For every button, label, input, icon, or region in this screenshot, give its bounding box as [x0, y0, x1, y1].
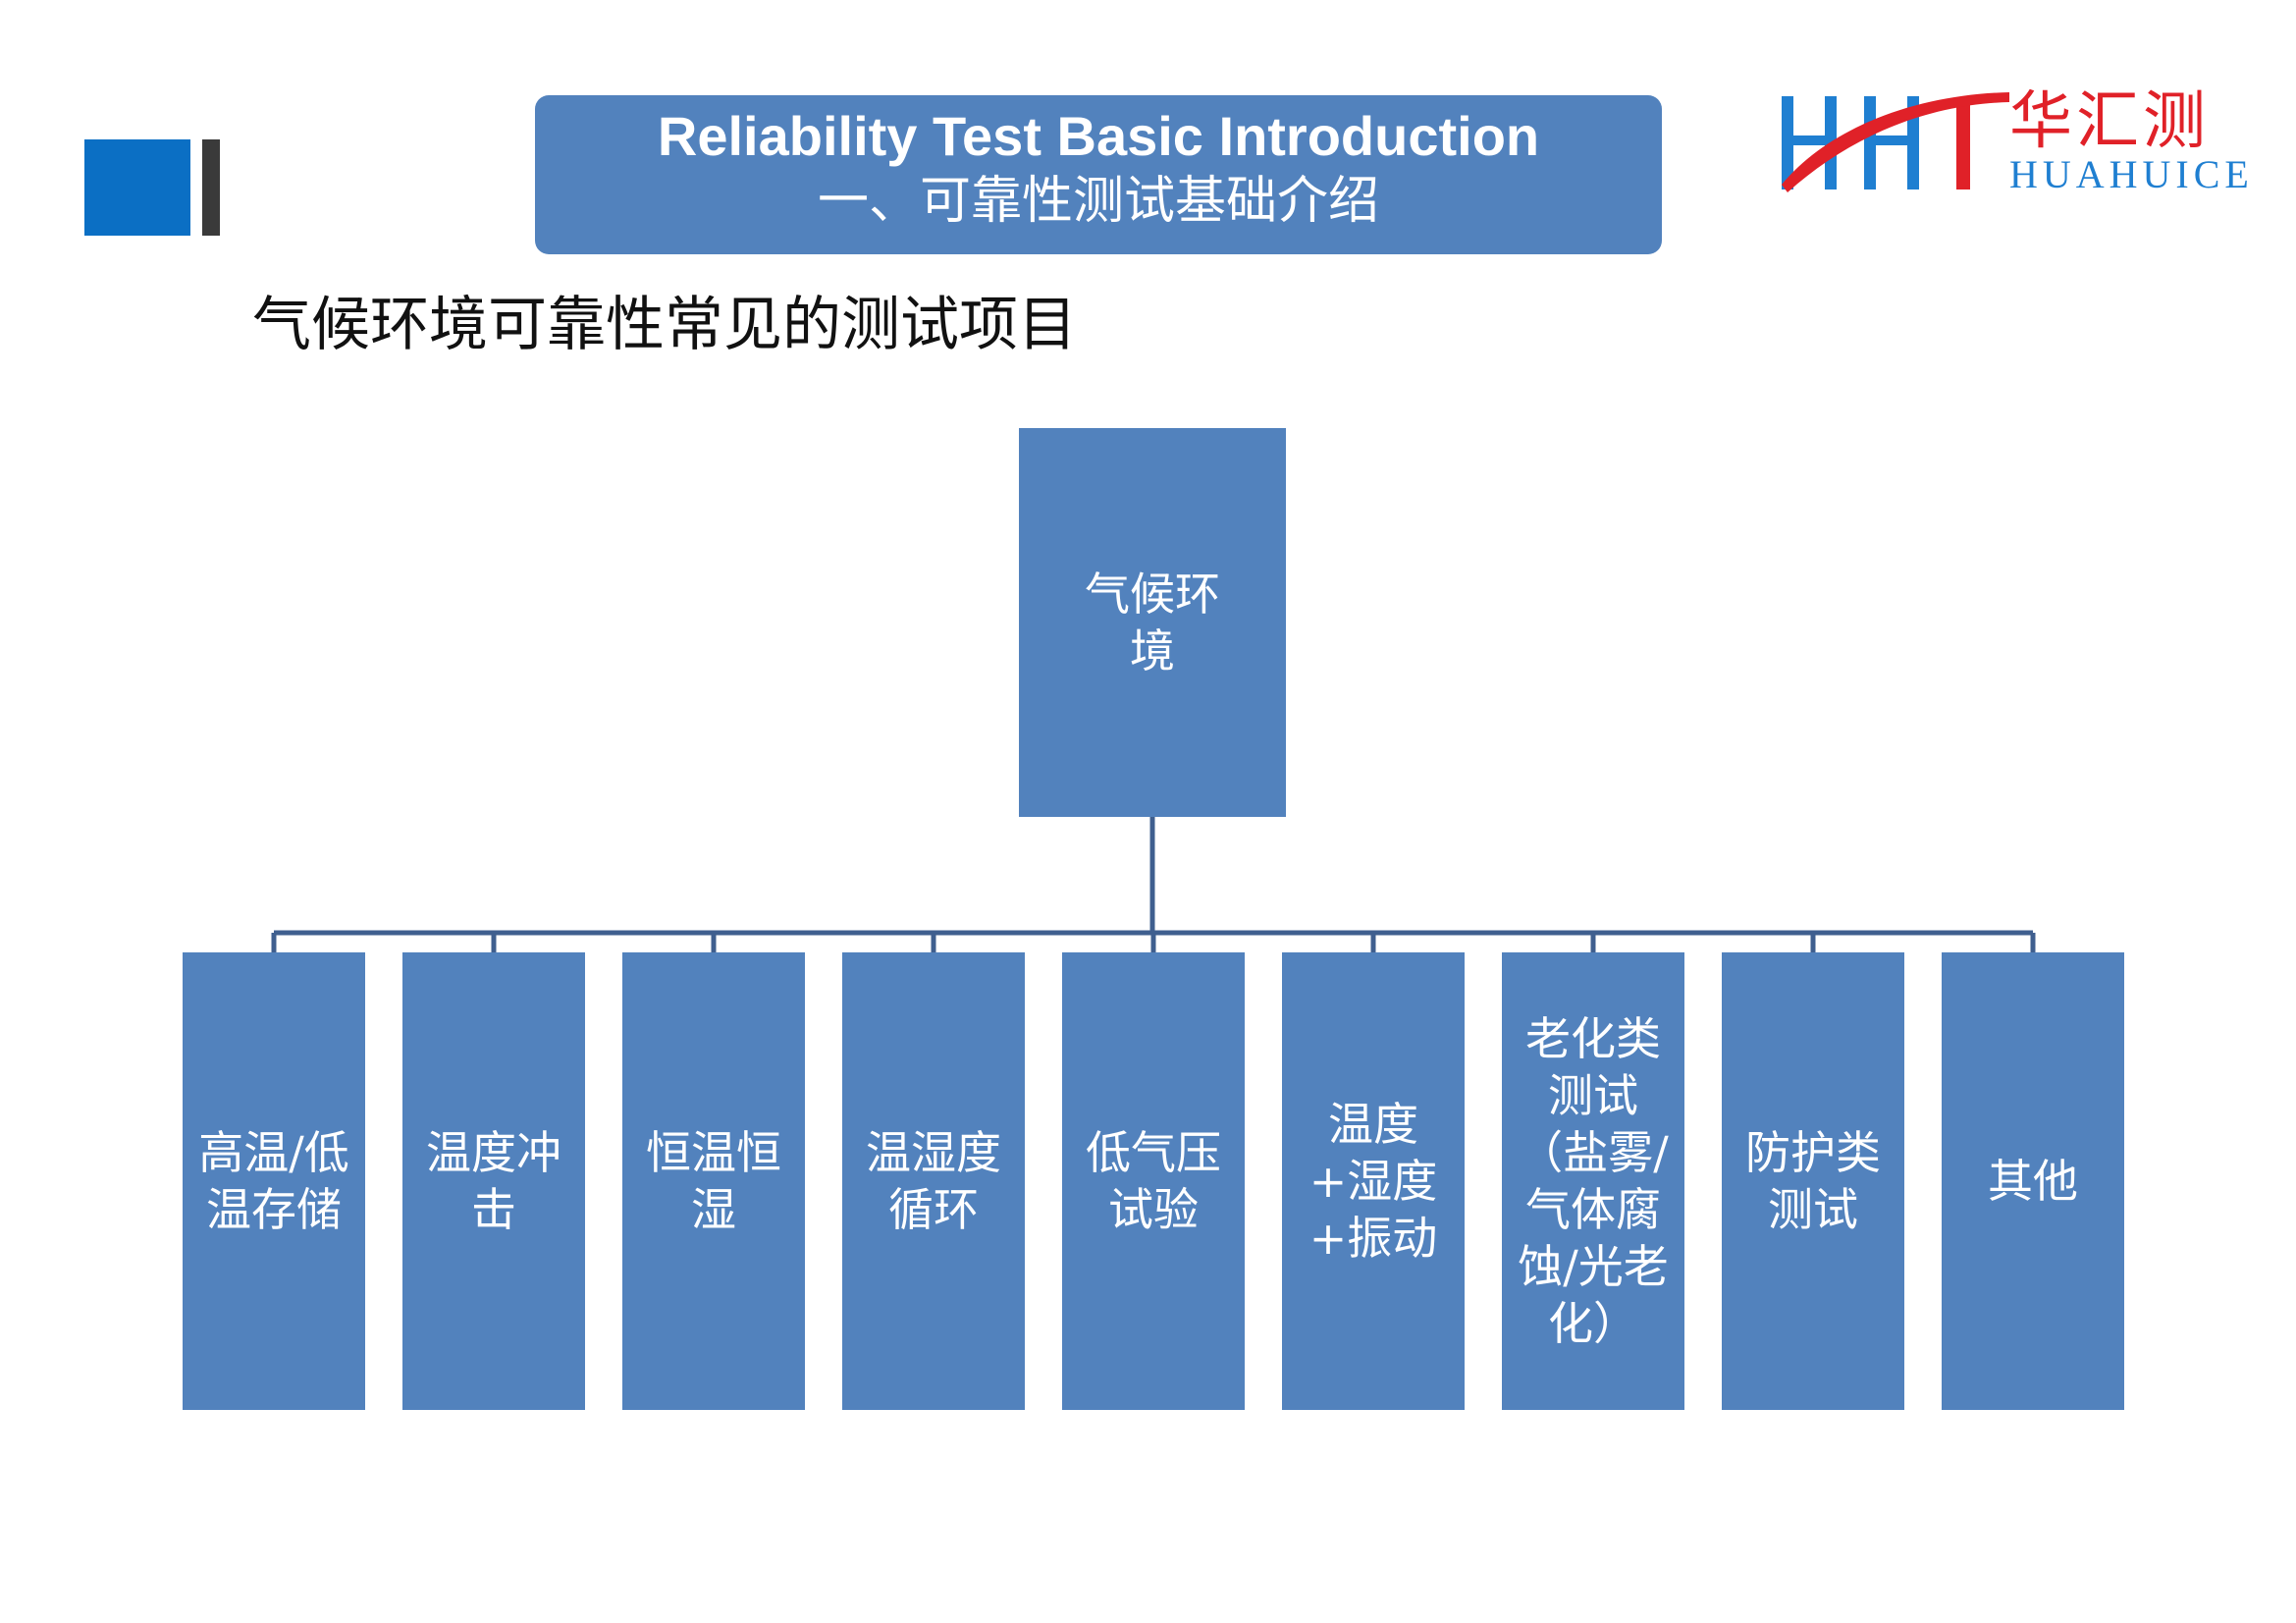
root-node: 气候环境 — [1019, 428, 1286, 817]
child-node-label: 低气压试验 — [1086, 1126, 1221, 1236]
child-node-label: 防护类测试 — [1745, 1126, 1881, 1236]
logo-mark-icon — [1782, 92, 2009, 192]
logo-name-zh: 华汇测 — [2009, 85, 2210, 158]
header-title-en: Reliability Test Basic Introduction — [657, 105, 1540, 167]
child-node-1: 高温/低温存储 — [183, 952, 365, 1410]
header-banner: Reliability Test Basic Introduction 一、可靠… — [535, 95, 1662, 254]
root-node-label: 气候环境 — [1085, 568, 1220, 677]
child-node-label: 其他 — [1988, 1155, 2078, 1208]
child-node-2: 温度冲击 — [402, 952, 585, 1410]
child-node-3: 恒温恒湿 — [622, 952, 805, 1410]
corner-dark-bar — [202, 139, 220, 236]
child-node-label: 温度+湿度+振动 — [1308, 1098, 1438, 1265]
child-node-label: 温湿度循环 — [866, 1126, 1001, 1236]
child-node-6: 温度+湿度+振动 — [1282, 952, 1465, 1410]
section-subtitle: 气候环境可靠性常见的测试项目 — [252, 291, 1077, 359]
logo-name-en: HUAHUICE — [2009, 152, 2254, 196]
corner-blue-block — [84, 139, 190, 236]
header-title-zh: 一、可靠性测试基础介绍 — [817, 172, 1379, 231]
child-node-label: 温度冲击 — [426, 1126, 561, 1236]
child-node-label: 高温/低温存储 — [198, 1126, 349, 1236]
child-node-label: 恒温恒湿 — [646, 1126, 781, 1236]
child-node-7: 老化类测试（盐雾/气体腐蚀/光老化） — [1502, 952, 1684, 1410]
company-logo: 华汇测 HUAHUICE — [1782, 86, 2253, 199]
child-node-9: 其他 — [1942, 952, 2124, 1410]
child-node-4: 温湿度循环 — [842, 952, 1025, 1410]
child-node-5: 低气压试验 — [1062, 952, 1245, 1410]
corner-brand-mark — [84, 139, 220, 236]
child-node-8: 防护类测试 — [1722, 952, 1904, 1410]
child-node-label: 老化类测试（盐雾/气体腐蚀/光老化） — [1518, 1012, 1669, 1350]
